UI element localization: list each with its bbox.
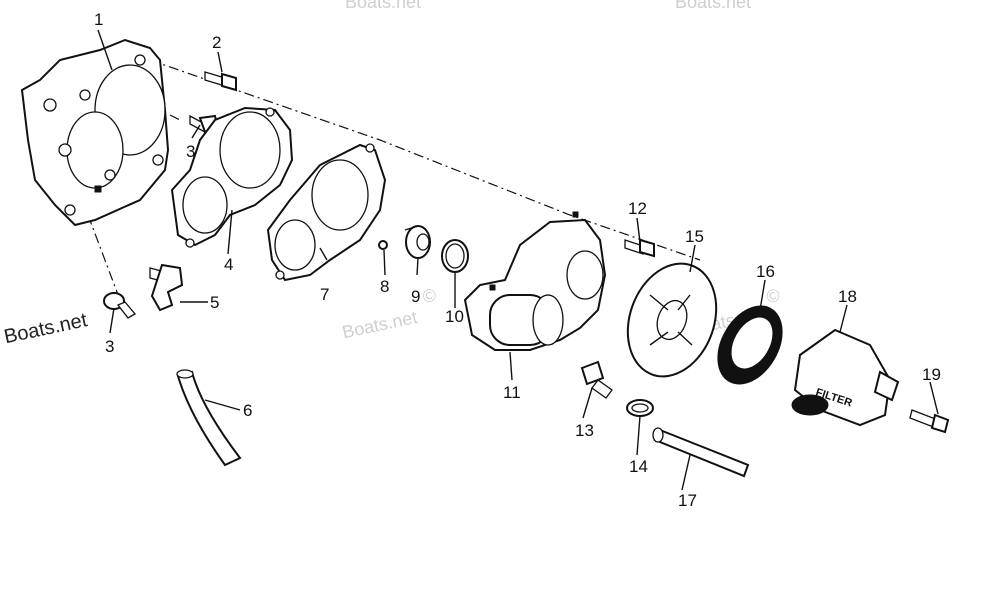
callout-13: 13 [575, 421, 594, 440]
center-line-short [169, 114, 181, 121]
watermark-top-right: Boats.net [675, 0, 751, 12]
hose-part-6 [176, 369, 242, 467]
elbow-fitting-part-5 [149, 263, 184, 312]
pump-body-part [20, 38, 170, 227]
valve-plate-part-15 [626, 262, 718, 378]
filter-gasket-part-16 [717, 305, 783, 385]
center-line-upper [149, 59, 701, 261]
watermark-top-left: Boats.net [345, 0, 421, 12]
callout-10: 10 [445, 307, 464, 326]
screw-part-3-lower [103, 292, 136, 319]
callout-9: 9 [411, 287, 420, 306]
diaphragm-part-7 [266, 143, 387, 282]
svg-text:Boats.net: Boats.net [340, 307, 419, 342]
pump-housing-part-11 [463, 211, 607, 351]
callout-12: 12 [628, 199, 647, 218]
svg-text:©: © [421, 285, 438, 307]
leader-lines [97, 29, 939, 491]
callout-19: 19 [922, 365, 941, 384]
callout-16: 16 [756, 262, 775, 281]
callout-6: 6 [243, 401, 252, 420]
callout-4: 4 [224, 255, 233, 274]
screw-part-2 [204, 71, 237, 92]
filter-cup-part-18: FILTER [791, 328, 900, 427]
callout-labels: 1 2 3 3 4 5 6 7 8 9 10 11 12 13 14 15 16… [94, 10, 941, 510]
callout-8: 8 [380, 277, 389, 296]
hose-part-17 [652, 427, 750, 478]
callout-18: 18 [838, 287, 857, 306]
callout-15: 15 [685, 227, 704, 246]
callout-7: 7 [320, 285, 329, 304]
o-ring-part-10 [441, 239, 469, 273]
callout-11: 11 [503, 383, 521, 402]
callout-3-lower: 3 [105, 337, 114, 356]
screw-part-19 [909, 409, 950, 434]
callout-3-upper: 3 [186, 142, 195, 161]
pin-part-8 [378, 240, 388, 250]
callout-2: 2 [212, 33, 221, 52]
screw-part-12 [624, 238, 655, 258]
valve-part-9 [404, 225, 431, 259]
center-line-lower [87, 214, 121, 301]
svg-text:©: © [765, 285, 782, 307]
callout-17: 17 [678, 491, 697, 510]
callout-5: 5 [210, 293, 219, 312]
callout-14: 14 [629, 457, 648, 476]
svg-text:Boats.net: Boats.net [2, 309, 90, 348]
fitting-part-13 [580, 360, 613, 399]
callout-1: 1 [94, 10, 103, 29]
gasket-part-4 [170, 106, 294, 248]
watermark-left: Boats.net [2, 309, 90, 348]
clip-part-14 [626, 399, 654, 417]
